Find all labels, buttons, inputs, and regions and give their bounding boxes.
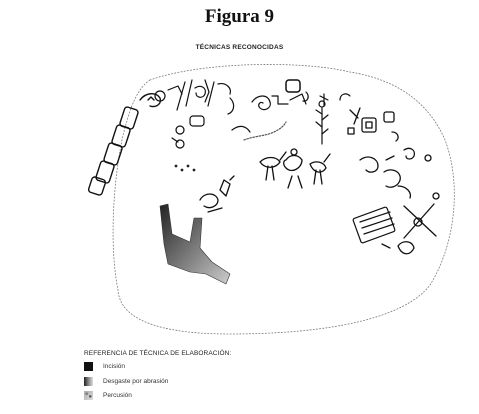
square-glyphs [347,107,399,142]
legend-item-abrasion: Desgaste por abrasión [84,377,168,386]
incision-swatch [84,362,93,371]
branch-figure [315,100,329,145]
abraded-figure [159,203,231,285]
right-scroll-figures [359,147,432,199]
dotted-meander [174,164,196,172]
block-chain-figure [87,93,162,196]
figure-title: Figura 9 [204,6,275,27]
small-head-figure [199,175,235,213]
legend-item-incision: Incisión [84,362,125,371]
upper-glyph-cluster [154,79,251,149]
cross-motif [381,192,440,255]
scroll-motifs [243,79,351,141]
bird-figures [259,148,331,189]
legend-item-percussion: Percusión [84,391,132,400]
rock-outline [112,64,455,335]
legend-label: Percusión [103,392,132,399]
legend-heading: REFERENCIA DE TÉCNICA DE ELABORACIÓN: [84,350,232,357]
legend-label: Desgaste por abrasión [103,378,169,385]
legend: REFERENCIA DE TÉCNICA DE ELABORACIÓN: In… [84,350,232,400]
legend-label: Incisión [103,363,126,370]
abrasion-swatch [84,377,93,386]
percussion-swatch [84,391,93,400]
striped-panel [352,206,396,244]
figure-subtitle: TÉCNICAS RECONOCIDAS [195,44,284,51]
